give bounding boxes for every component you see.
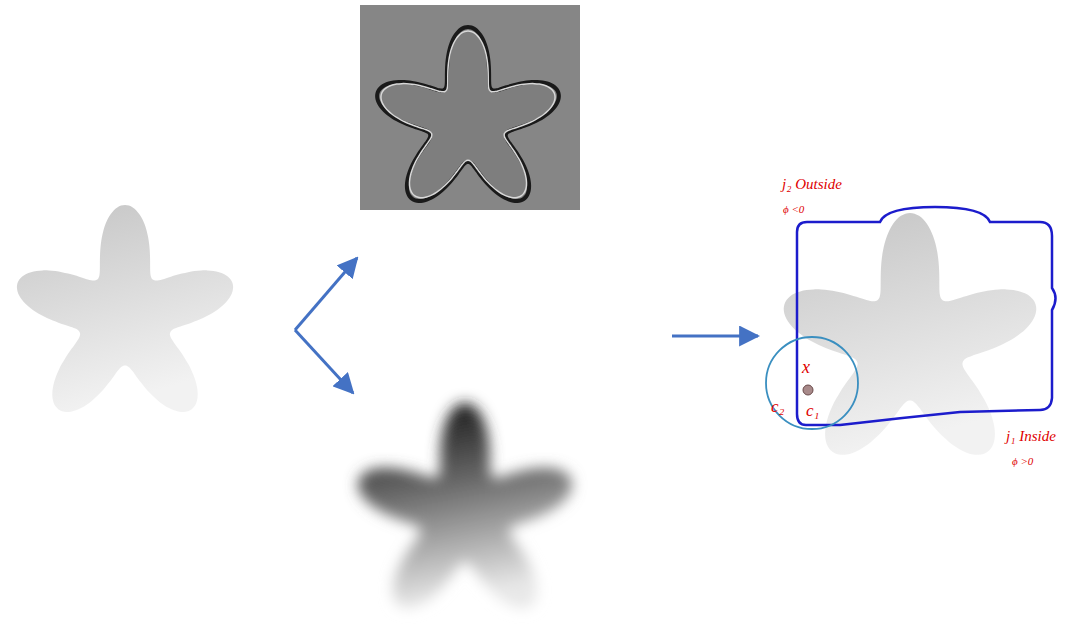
split-arrow <box>295 258 357 330</box>
annotation-label: c₂ <box>771 398 784 417</box>
input-shape <box>17 205 233 412</box>
annotation-label: ϕ <0 <box>783 203 804 215</box>
blurred-shape <box>358 403 572 608</box>
annotation-label: c₁ <box>806 402 819 421</box>
result-shape <box>784 213 1037 455</box>
split-arrow <box>295 330 353 393</box>
level-set-contour <box>797 207 1056 425</box>
annotation-label: x <box>802 358 810 378</box>
edge-map-shape <box>377 27 559 201</box>
annotation-label: j₂ Outside <box>782 176 842 193</box>
annotation-label: j₁ Inside <box>1006 428 1056 445</box>
annotation-label: ϕ >0 <box>1012 455 1033 467</box>
local-region-circle <box>766 337 858 429</box>
edge-map-ground <box>360 5 580 210</box>
flow-arrow <box>672 335 758 338</box>
point-dot <box>803 385 813 395</box>
